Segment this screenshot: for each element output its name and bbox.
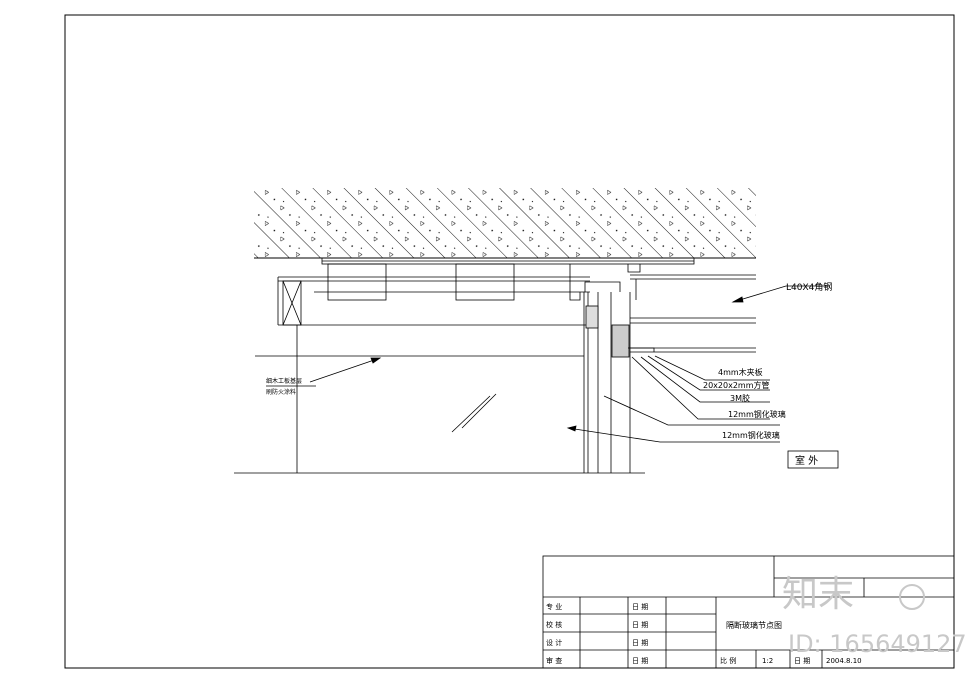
callout-tube: 20x20x2mm方管 xyxy=(703,380,770,390)
watermark-brand: 知末 xyxy=(782,574,854,615)
title-row-4-right: 日 期 xyxy=(632,657,648,665)
callout-left-b: 刷防火涂料 xyxy=(266,388,296,396)
watermark-id: ID: 165649127 xyxy=(788,630,967,658)
callout-glass-a: 12mm钢化玻璃 xyxy=(728,409,786,419)
scale-value: 1:2 xyxy=(762,657,773,665)
title-row-4-left: 审 查 xyxy=(546,656,562,665)
scale-label: 比 例 xyxy=(720,656,736,665)
title-row-3-left: 设 计 xyxy=(546,638,562,647)
drawing-title: 隔断玻璃节点图 xyxy=(726,620,782,630)
callout-wood-board: 4mm木夹板 xyxy=(718,367,763,377)
title-row-1-left: 专 业 xyxy=(546,602,562,611)
reference-lines xyxy=(234,325,645,474)
concrete-slab xyxy=(254,188,756,259)
title-row-2-left: 校 核 xyxy=(546,620,562,629)
callout-glue: 3M胶 xyxy=(730,393,750,403)
callout-left-a: 细木工板基层 xyxy=(266,377,302,385)
angle-steel xyxy=(628,274,756,353)
date-value: 2004.8.10 xyxy=(826,657,862,665)
title-block xyxy=(542,555,955,669)
date-label: 日 期 xyxy=(794,657,810,665)
title-row-1-right: 日 期 xyxy=(632,603,648,611)
ceiling-plate xyxy=(321,257,695,265)
title-row-2-right: 日 期 xyxy=(632,621,648,629)
sheet-border xyxy=(64,14,955,669)
outdoor-label: 室 外 xyxy=(795,454,818,467)
callout-angle-steel: L40X4角钢 xyxy=(786,281,832,293)
leader-lines xyxy=(266,285,830,443)
wood-box xyxy=(277,263,590,326)
callout-glass-b: 12mm钢化玻璃 xyxy=(722,430,780,440)
watermark-logo-icon xyxy=(899,584,925,610)
outdoor-box xyxy=(787,450,839,469)
title-row-3-right: 日 期 xyxy=(632,639,648,647)
watermark: 知末 ID: 165649127 xyxy=(782,574,967,658)
glass-partition xyxy=(569,264,641,473)
